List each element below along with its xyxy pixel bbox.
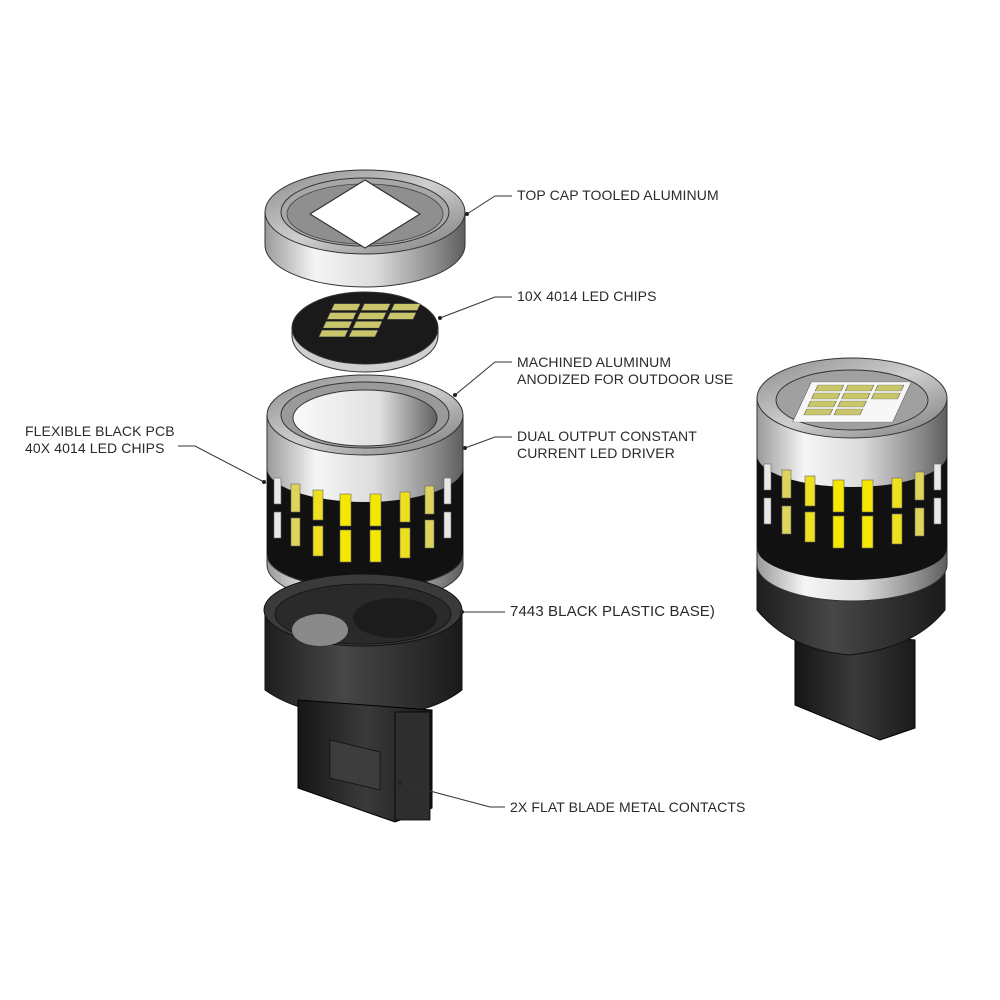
leader-driver: [464, 436, 512, 449]
callout-text: TOP CAP TOOLED ALUMINUM: [517, 187, 719, 203]
assembled-bulb: [756, 357, 948, 741]
callout-pcb: FLEXIBLE BLACK PCB 40X 4014 LED CHIPS: [25, 423, 175, 457]
callout-text: 2X FLAT BLADE METAL CONTACTS: [510, 799, 746, 815]
callout-driver: DUAL OUTPUT CONSTANT CURRENT LED DRIVER: [517, 428, 697, 462]
callout-text: 7443 BLACK PLASTIC BASE): [510, 603, 715, 620]
blade-contacts: [297, 699, 433, 823]
side-led-chips: [273, 477, 452, 563]
flexible-pcb: [267, 468, 463, 589]
callout-housing: MACHINED ALUMINUM ANODIZED FOR OUTDOOR U…: [517, 354, 733, 388]
top-led-chips: [318, 303, 421, 337]
leader-top-leds: [439, 296, 512, 319]
leader-housing: [454, 361, 512, 396]
callout-text-line1: FLEXIBLE BLACK PCB: [25, 423, 175, 439]
leader-contacts: [399, 782, 505, 808]
callout-text-line1: MACHINED ALUMINUM: [517, 354, 672, 370]
callout-text-line1: DUAL OUTPUT CONSTANT: [517, 428, 697, 444]
leader-pcb: [178, 445, 265, 483]
callout-base: 7443 BLACK PLASTIC BASE): [510, 603, 715, 620]
callout-text: 10X 4014 LED CHIPS: [517, 288, 657, 304]
callout-text-line2: CURRENT LED DRIVER: [517, 445, 675, 461]
leader-arrowheads: [262, 212, 469, 785]
callout-top-cap: TOP CAP TOOLED ALUMINUM: [517, 187, 719, 204]
top-cap: [264, 169, 466, 288]
assembled-side-leds: [763, 463, 942, 549]
callout-text-line2: ANODIZED FOR OUTDOOR USE: [517, 371, 734, 387]
plastic-base: [263, 573, 463, 719]
top-led-disc: [291, 291, 439, 373]
aluminum-housing: [266, 374, 464, 604]
callout-top-leds: 10X 4014 LED CHIPS: [517, 288, 657, 305]
leader-top-cap: [466, 195, 512, 215]
leader-lines: [178, 195, 512, 808]
callout-contacts: 2X FLAT BLADE METAL CONTACTS: [510, 799, 745, 816]
callout-text-line2: 40X 4014 LED CHIPS: [25, 440, 165, 456]
